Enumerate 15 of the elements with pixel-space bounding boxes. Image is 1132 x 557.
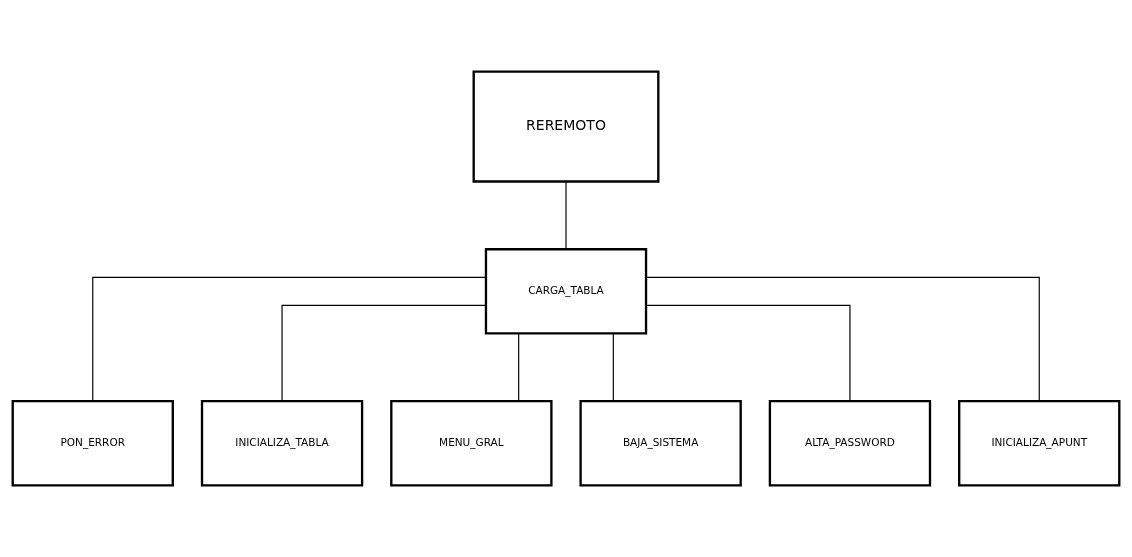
- node-box: REREMOTO: [472, 70, 660, 183]
- node-box: INICIALIZA_TABLA: [200, 400, 364, 487]
- node-box: PON_ERROR: [11, 400, 174, 487]
- connector: [645, 304, 851, 402]
- node-box: BAJA_SISTEMA: [579, 400, 742, 487]
- connector: [281, 304, 487, 402]
- connector: [518, 333, 520, 402]
- connector: [645, 276, 1040, 402]
- node-box: CARGA_TABLA: [484, 248, 648, 335]
- node-box: INICIALIZA_APUNT: [958, 400, 1121, 487]
- node-box: ALTA_PASSWORD: [768, 400, 932, 487]
- connector: [92, 276, 487, 402]
- connector: [565, 181, 567, 250]
- node-box: MENU_GRAL: [390, 400, 553, 487]
- connector: [612, 333, 614, 402]
